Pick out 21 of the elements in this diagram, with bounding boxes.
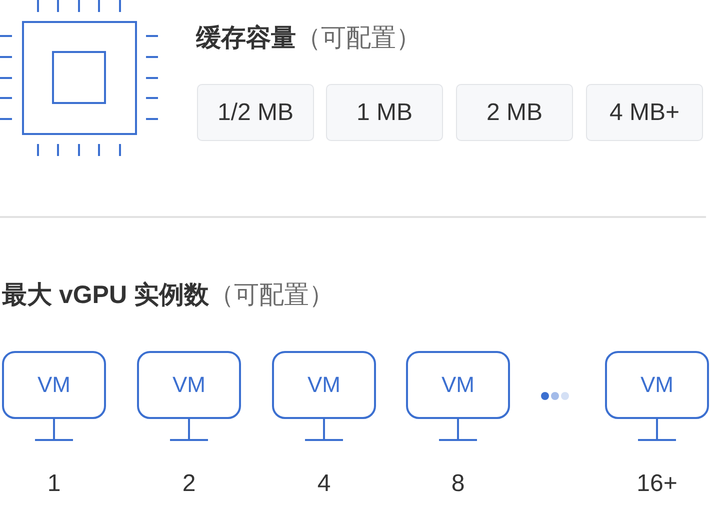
vm-label: VM [172,372,206,398]
instance-count: 8 [451,470,465,498]
capacity-option: 1/2 MB [197,84,314,141]
capacity-option: 2 MB [456,84,573,141]
instance-count: 2 [182,470,196,498]
vm-label: VM [442,372,474,398]
vm-label: VM [640,372,674,398]
instance-count: 4 [317,470,331,498]
vm-monitor [605,351,709,441]
instance-count: 1 [47,470,61,498]
vm-monitor [272,351,376,441]
instance-count: 16+ [636,470,678,498]
vm-label: VM [38,372,70,398]
capacity-option: 1 MB [326,84,443,141]
vm-monitor [406,351,510,441]
capacity-option: 4 MB+ [586,84,703,141]
vm-label: VM [308,372,340,398]
section-heading: 缓存容量（可配置） [196,23,421,54]
vm-monitor [137,351,241,441]
vm-monitor [2,351,106,441]
section-heading: 最大 vGPU 实例数（可配置） [2,280,334,311]
